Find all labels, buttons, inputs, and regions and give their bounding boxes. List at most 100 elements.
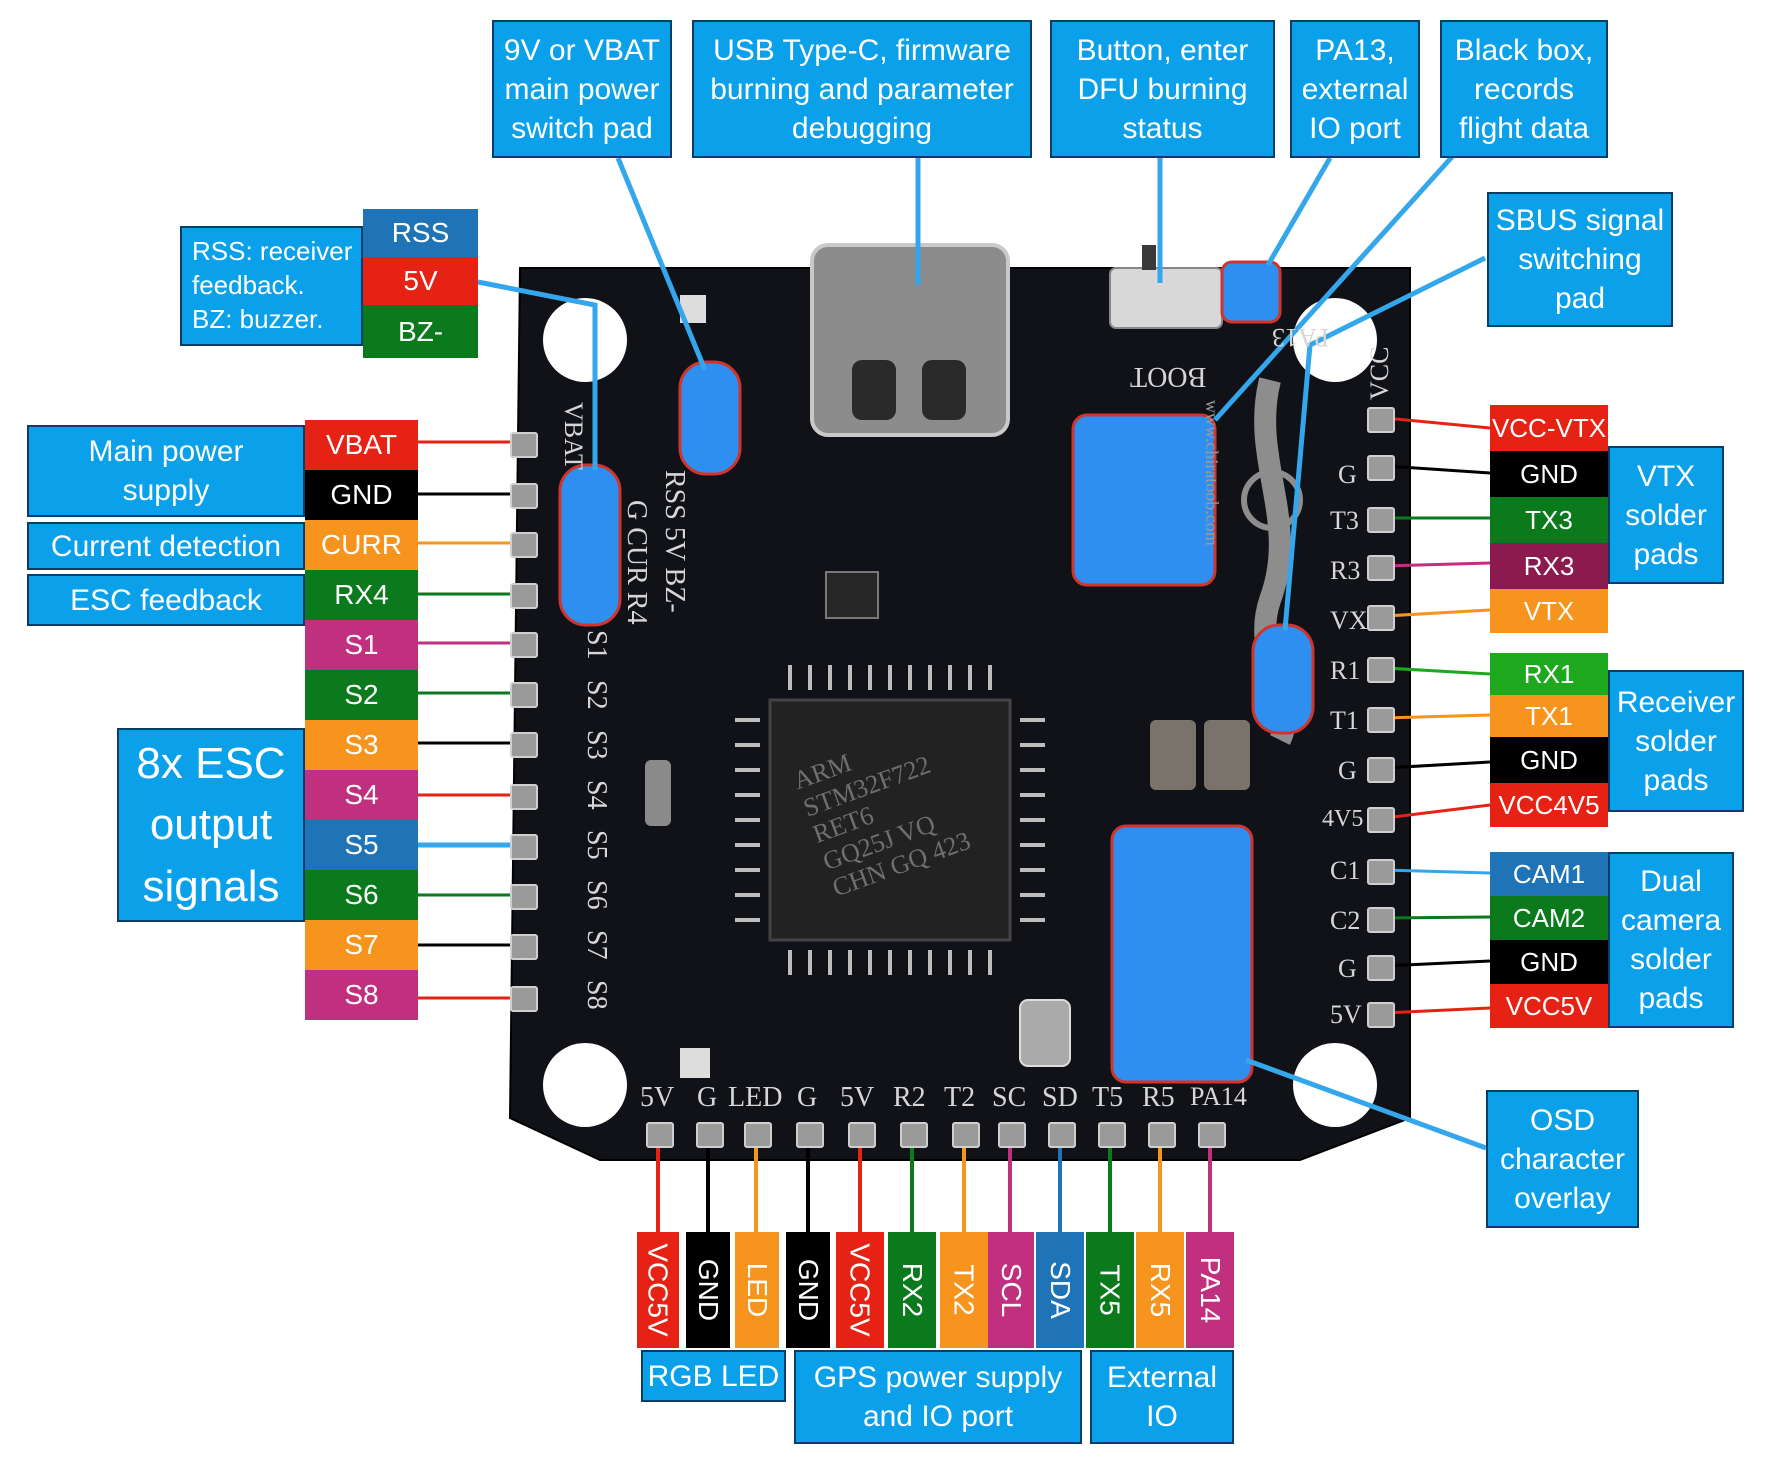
tag-cam2: CAM2	[1490, 896, 1608, 940]
tag-vtx: VTX	[1490, 589, 1608, 633]
tag-gnd: GND	[305, 470, 418, 520]
tag-bottom-vcc5v-b: VCC5V	[836, 1232, 884, 1348]
tag-s7: S7	[305, 920, 418, 970]
vbat-switch-callout: 9V or VBAT main power switch pad	[492, 20, 672, 158]
mount-hole	[543, 298, 627, 382]
tag-rx3: RX3	[1490, 543, 1608, 589]
vtx-callout: VTX solder pads	[1608, 446, 1724, 584]
silk-right-5v: 5V	[1330, 1000, 1362, 1029]
tag-bottom-led: LED	[735, 1232, 779, 1348]
silk-s5: S5	[581, 830, 612, 860]
silk-bottom-r5: R5	[1142, 1082, 1175, 1113]
tag-tx3: TX3	[1490, 497, 1608, 543]
tag-s4: S4	[305, 770, 418, 820]
solder-pad	[1367, 455, 1395, 481]
solder-pad	[1148, 1122, 1176, 1148]
osd-chip-highlight	[1110, 824, 1254, 1084]
blackbox-callout: Black box, records flight data	[1440, 20, 1608, 158]
silk-s1: S1	[581, 630, 612, 660]
silk-s7: S7	[581, 930, 612, 960]
pa13-callout: PA13, external IO port	[1290, 20, 1420, 158]
tag-gnd-vtx: GND	[1490, 451, 1608, 497]
silk-bottom-pa14: PA14	[1190, 1082, 1247, 1111]
rss-legend-note: RSS: receiver feedback. BZ: buzzer.	[180, 226, 363, 346]
inductor	[1204, 720, 1250, 790]
tag-s2: S2	[305, 670, 418, 720]
mount-hole	[1293, 298, 1377, 382]
tag-s5: S5	[305, 820, 418, 870]
tag-s1: S1	[305, 620, 418, 670]
tag-vcc5v-cam: VCC5V	[1490, 984, 1608, 1028]
silk-bottom-led: LED	[728, 1082, 783, 1113]
sensor-chip	[825, 571, 879, 619]
tag-bottom-gnd-a: GND	[686, 1232, 730, 1348]
rss-legend-bz: BZ-	[363, 305, 478, 358]
solder-pad	[1367, 807, 1395, 833]
tag-s8: S8	[305, 970, 418, 1020]
solder-pad	[1198, 1122, 1226, 1148]
sbus-callout: SBUS signal switching pad	[1487, 192, 1673, 327]
silk-right-vx: VX	[1330, 606, 1368, 635]
silk-pa13: PA13	[1272, 323, 1329, 352]
solder-pad	[510, 732, 538, 758]
usb-c-port	[810, 243, 1010, 437]
solder-pad	[696, 1122, 724, 1148]
silk-bottom-5v2: 5V	[840, 1082, 875, 1113]
boot-button-callout: Button, enter DFU burning status	[1050, 20, 1275, 158]
solder-pad	[998, 1122, 1026, 1148]
solder-pad	[510, 682, 538, 708]
silk-bottom-t2: T2	[944, 1082, 976, 1113]
rss-pad-highlight	[558, 463, 622, 627]
silk-right-c1: C1	[1330, 856, 1361, 885]
rss-legend-5v: 5V	[363, 257, 478, 305]
solder-pad	[510, 934, 538, 960]
solder-pad	[510, 884, 538, 910]
solder-pad	[510, 432, 538, 458]
solder-pad	[1367, 907, 1395, 933]
solder-pad	[510, 483, 538, 509]
solder-pad	[848, 1122, 876, 1148]
solder-pad	[1367, 407, 1395, 433]
tag-vbat: VBAT	[305, 420, 418, 470]
blackbox-chip-highlight	[1071, 413, 1217, 587]
solder-pad	[1367, 859, 1395, 885]
solder-pad	[1367, 507, 1395, 533]
tag-s6: S6	[305, 870, 418, 920]
tag-tx1: TX1	[1490, 695, 1608, 737]
solder-pad	[1367, 1002, 1395, 1028]
silk-bottom-g: G	[697, 1082, 718, 1113]
silk-bottom-sd: SD	[1042, 1082, 1078, 1113]
tag-rx4: RX4	[305, 570, 418, 620]
mount-hole	[1293, 1043, 1377, 1127]
tag-gnd-cam: GND	[1490, 940, 1608, 984]
tag-cam1: CAM1	[1490, 852, 1608, 896]
camera-callout: Dual camera solder pads	[1608, 852, 1734, 1028]
solder-pad	[510, 986, 538, 1012]
solder-pad	[510, 834, 538, 860]
tag-rx1: RX1	[1490, 653, 1608, 695]
receiver-callout: Receiver solder pads	[1608, 670, 1744, 812]
tag-vcc-vtx: VCC-VTX	[1490, 405, 1608, 451]
tag-bottom-rx2: RX2	[888, 1232, 936, 1348]
solder-pad	[646, 1122, 674, 1148]
mount-hole	[543, 1043, 627, 1127]
crystal	[1019, 999, 1071, 1067]
pa13-pad-highlight	[1220, 260, 1282, 324]
silk-right-r3: R3	[1330, 556, 1361, 585]
rss-legend-rss: RSS	[363, 209, 478, 257]
silk-bottom-g2: G	[797, 1082, 818, 1113]
esc-outputs-callout: 8x ESC output signals	[117, 728, 305, 922]
vbat-switch-pad-highlight	[678, 360, 742, 476]
silk-right-4v5: 4V5	[1322, 806, 1364, 832]
tag-bottom-vcc5v-a: VCC5V	[637, 1232, 679, 1348]
tag-bottom-pa14: PA14	[1186, 1232, 1234, 1348]
silk-s6: S6	[581, 880, 612, 910]
sbus-pad-highlight	[1251, 623, 1315, 735]
osd-callout: OSD character overlay	[1486, 1090, 1639, 1228]
silk-bottom-sc: SC	[992, 1082, 1027, 1113]
silk-vbat: VBAT	[559, 402, 588, 470]
silk-boot: BOOT	[1130, 361, 1207, 392]
rgb-led-component	[680, 1048, 710, 1078]
solder-pad	[1367, 605, 1395, 631]
